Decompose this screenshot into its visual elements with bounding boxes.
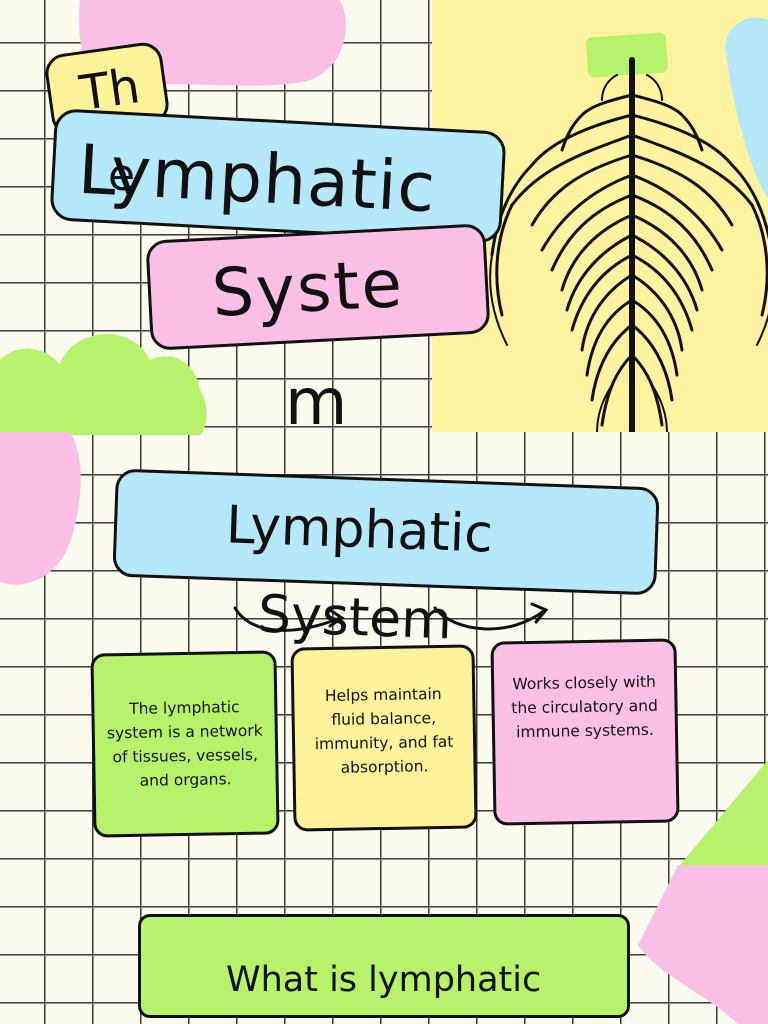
info-card-2: Helps maintain fluid balance, immunity, … xyxy=(290,644,478,832)
info-card-3-text: Works closely with the circulatory and i… xyxy=(511,672,658,742)
title-e-text: e xyxy=(108,150,136,201)
title-syste-text: Syste xyxy=(210,245,406,332)
green-triangle-right xyxy=(680,760,768,865)
info-card-1-text: The lymphatic system is a network of tis… xyxy=(106,698,263,790)
green-scribble-top xyxy=(586,32,668,78)
pink-blob-left xyxy=(0,432,81,585)
info-card-1: The lymphatic system is a network of tis… xyxy=(90,650,280,838)
info-card-2-text: Helps maintain fluid balance, immunity, … xyxy=(314,684,454,777)
blue-blob-top-right xyxy=(725,17,768,199)
arrow-icon xyxy=(233,602,549,632)
info-card-3: Works closely with the circulatory and i… xyxy=(490,638,680,826)
lymph-network-illustration xyxy=(489,57,768,432)
title-m-text: m xyxy=(285,366,348,440)
pink-shape-bottom-right xyxy=(638,865,768,1024)
green-cloud-left xyxy=(0,334,207,435)
question-box xyxy=(138,914,630,1018)
question-text: What is lymphatic xyxy=(226,960,542,1000)
heading-line1: Lymphatic xyxy=(225,495,494,565)
